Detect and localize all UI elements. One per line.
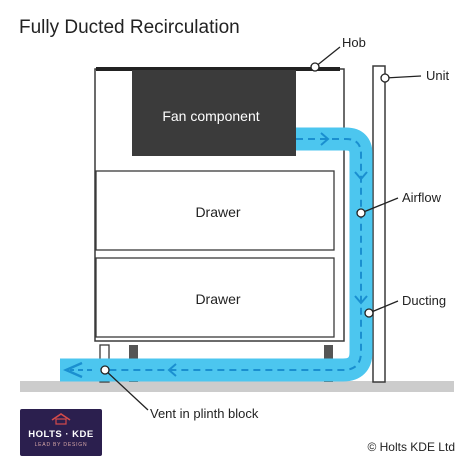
unit-side-panel (372, 65, 386, 383)
hob-label: Hob (342, 35, 366, 50)
vent-leader (104, 369, 149, 411)
holts-kde-logo: HOLTS · KDE LEAD BY DESIGN (20, 409, 102, 456)
house-roof-icon (51, 413, 71, 425)
airflow-arrow (167, 363, 177, 377)
airflow-line (104, 138, 362, 371)
unit-leader-dot (380, 73, 390, 83)
drawer-bottom (95, 257, 335, 338)
fan-component (132, 70, 296, 156)
vent-leader-dot (100, 365, 110, 375)
logo-tagline: LEAD BY DESIGN (34, 442, 88, 448)
ducting-label: Ducting (402, 293, 446, 308)
hob-leader (314, 46, 341, 68)
airflow-leader-dot (356, 208, 366, 218)
airflow-leader (360, 197, 399, 214)
fan-component-label: Fan component (162, 108, 259, 124)
airflow-label: Airflow (402, 190, 442, 205)
airflow-arrow (320, 132, 330, 146)
hob (96, 67, 340, 71)
unit-label: Unit (426, 68, 450, 83)
ducting-leader-dot (364, 308, 374, 318)
drawer-top-label: Drawer (195, 204, 240, 220)
unit-leader (384, 75, 422, 79)
diagram-title: Fully Ducted Recirculation (19, 17, 240, 38)
floor (20, 381, 454, 392)
drawer-top (95, 170, 335, 251)
airflow-arrow (354, 295, 368, 305)
ducting-leader (368, 300, 399, 314)
logo-name: HOLTS · KDE (28, 429, 94, 440)
airflow-arrow (354, 171, 368, 181)
hob-leader-dot (310, 62, 320, 72)
vent-label: Vent in plinth block (150, 406, 259, 421)
drawer-bottom-label: Drawer (195, 291, 240, 307)
copyright-text: © Holts KDE Ltd (367, 440, 455, 454)
airflow-exit-arrow (63, 361, 83, 379)
